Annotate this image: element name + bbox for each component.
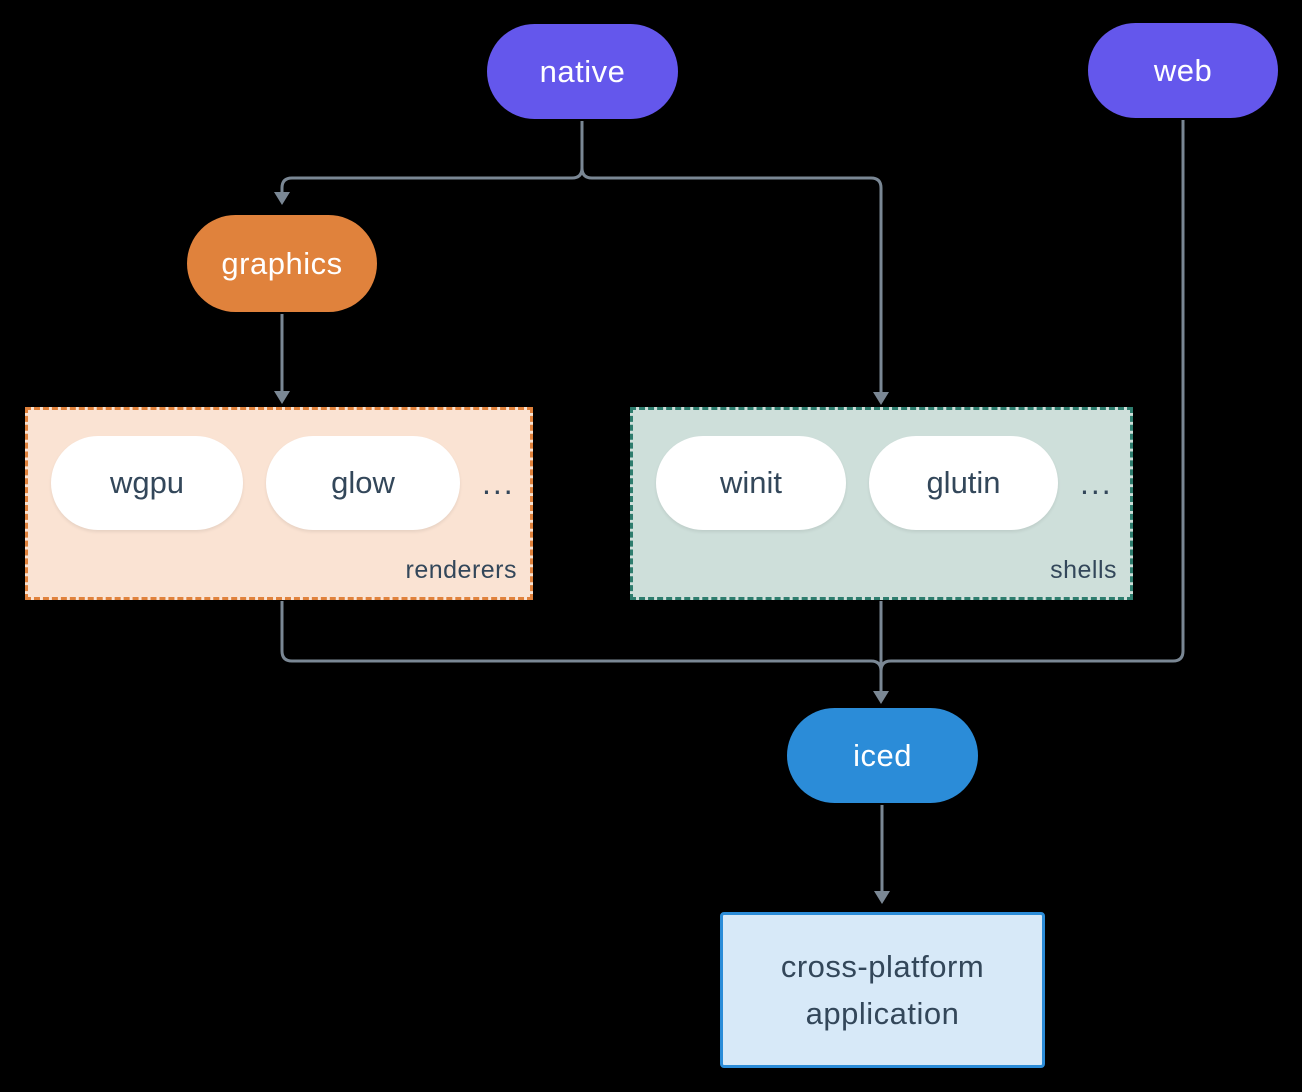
node-winit-label: winit	[719, 465, 782, 500]
arrowhead-application	[874, 891, 890, 904]
renderers-ellipsis: ...	[482, 464, 515, 501]
application-label-line1: cross-platform	[780, 949, 985, 984]
group-shells: winit glutin ... shells	[630, 407, 1133, 600]
node-winit: winit	[656, 436, 846, 530]
node-glow-label: glow	[331, 465, 395, 500]
arrowhead-iced	[873, 691, 889, 704]
edge-native-to-shells	[580, 121, 883, 392]
arrowhead-shells	[873, 392, 889, 405]
node-iced: iced	[787, 708, 978, 803]
node-wgpu: wgpu	[51, 436, 243, 530]
node-native: native	[487, 24, 678, 119]
arrowhead-renderers	[274, 391, 290, 404]
node-wgpu-label: wgpu	[109, 465, 185, 500]
renderers-group-label: renderers	[405, 556, 517, 584]
edge-native-to-graphics	[280, 121, 584, 192]
node-iced-label: iced	[853, 737, 912, 773]
node-web: web	[1088, 23, 1278, 118]
node-glutin: glutin	[869, 436, 1058, 530]
node-glutin-label: glutin	[926, 465, 1001, 500]
group-renderers: wgpu glow ... renderers	[25, 407, 533, 600]
edge-renderers-to-iced	[280, 601, 883, 684]
node-native-label: native	[539, 53, 626, 89]
shells-ellipsis: ...	[1080, 464, 1113, 501]
shells-group-label: shells	[1050, 556, 1117, 584]
node-graphics: graphics	[187, 215, 377, 312]
node-glow: glow	[266, 436, 460, 530]
arrowhead-graphics	[274, 192, 290, 205]
node-web-label: web	[1153, 52, 1213, 88]
node-graphics-label: graphics	[221, 245, 343, 281]
node-cross-platform-application: cross-platform application	[720, 912, 1045, 1068]
application-label-line2: application	[805, 996, 960, 1031]
